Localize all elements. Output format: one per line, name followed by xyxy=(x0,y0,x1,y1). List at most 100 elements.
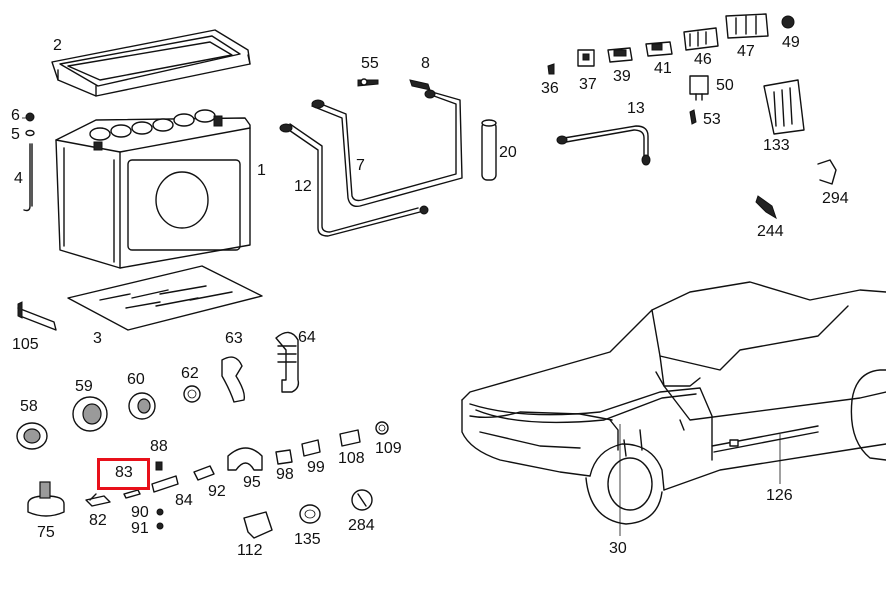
part-37-connector[interactable] xyxy=(577,49,595,67)
label-part-53[interactable]: 53 xyxy=(703,111,721,128)
part-6-nut[interactable] xyxy=(25,112,35,122)
part-13-cable[interactable] xyxy=(556,125,651,166)
label-part-58[interactable]: 58 xyxy=(20,398,38,415)
part-1-battery[interactable] xyxy=(55,109,251,269)
label-part-135[interactable]: 135 xyxy=(294,531,321,548)
part-82-clip[interactable] xyxy=(85,493,111,507)
label-part-41[interactable]: 41 xyxy=(654,60,672,77)
part-30-harness[interactable] xyxy=(469,371,713,461)
part-91-nut[interactable] xyxy=(156,522,164,530)
label-part-3[interactable]: 3 xyxy=(93,330,102,347)
label-part-8[interactable]: 8 xyxy=(421,55,430,72)
label-part-6[interactable]: 6 xyxy=(11,107,20,124)
label-part-7[interactable]: 7 xyxy=(356,157,365,174)
label-part-60[interactable]: 60 xyxy=(127,371,145,388)
part-84-clip[interactable] xyxy=(151,475,179,493)
label-part-1[interactable]: 1 xyxy=(257,162,266,179)
part-284-grommet[interactable] xyxy=(351,489,373,511)
label-part-133[interactable]: 133 xyxy=(763,137,790,154)
label-part-13[interactable]: 13 xyxy=(627,100,645,117)
part-60-grommet[interactable] xyxy=(128,392,156,420)
label-part-90[interactable]: 90 xyxy=(131,504,149,521)
part-112-boot[interactable] xyxy=(243,511,273,539)
label-part-109[interactable]: 109 xyxy=(375,440,402,457)
part-12-ground-cable[interactable] xyxy=(279,123,429,237)
label-part-64[interactable]: 64 xyxy=(298,329,316,346)
label-part-5[interactable]: 5 xyxy=(11,126,20,143)
part-36-screw[interactable] xyxy=(547,63,555,75)
label-part-46[interactable]: 46 xyxy=(694,51,712,68)
part-95-clip[interactable] xyxy=(227,447,263,471)
part-105-bracket[interactable] xyxy=(17,301,57,331)
part-133-fuse-box[interactable] xyxy=(763,79,805,135)
part-41-connector[interactable] xyxy=(645,41,673,57)
label-part-59[interactable]: 59 xyxy=(75,378,93,395)
label-part-84[interactable]: 84 xyxy=(175,492,193,509)
label-part-20[interactable]: 20 xyxy=(499,144,517,161)
part-58-grommet[interactable] xyxy=(16,422,48,450)
label-part-244[interactable]: 244 xyxy=(757,223,784,240)
part-49-grommet[interactable] xyxy=(781,15,795,29)
label-part-88[interactable]: 88 xyxy=(150,438,168,455)
label-part-95[interactable]: 95 xyxy=(243,474,261,491)
part-47-connector[interactable] xyxy=(725,13,769,39)
part-135-grommet[interactable] xyxy=(299,504,321,524)
part-62-grommet[interactable] xyxy=(183,385,201,403)
label-part-294[interactable]: 294 xyxy=(822,190,849,207)
part-92-clip[interactable] xyxy=(193,465,215,481)
part-294-clamp[interactable] xyxy=(817,159,837,185)
part-39-connector[interactable] xyxy=(607,47,633,63)
part-108-clip[interactable] xyxy=(339,429,361,447)
part-109-grommet[interactable] xyxy=(375,421,389,435)
part-50-relay[interactable] xyxy=(689,75,709,101)
label-part-30[interactable]: 30 xyxy=(609,540,627,557)
label-part-49[interactable]: 49 xyxy=(782,34,800,51)
label-part-108[interactable]: 108 xyxy=(338,450,365,467)
label-part-2[interactable]: 2 xyxy=(53,37,62,54)
label-part-39[interactable]: 39 xyxy=(613,68,631,85)
part-7-battery-cable[interactable] xyxy=(311,89,463,208)
label-part-4[interactable]: 4 xyxy=(14,170,23,187)
label-part-99[interactable]: 99 xyxy=(307,459,325,476)
label-part-91[interactable]: 91 xyxy=(131,520,149,537)
part-64-boot[interactable] xyxy=(275,331,300,393)
part-99-clip[interactable] xyxy=(301,439,321,457)
part-88-screw[interactable] xyxy=(155,461,163,471)
label-part-98[interactable]: 98 xyxy=(276,466,294,483)
label-part-55[interactable]: 55 xyxy=(361,55,379,72)
part-126-harness[interactable] xyxy=(711,425,819,453)
part-53-clip[interactable] xyxy=(689,109,697,125)
label-part-47[interactable]: 47 xyxy=(737,43,755,60)
part-2-battery-frame[interactable] xyxy=(51,29,251,97)
label-part-12[interactable]: 12 xyxy=(294,178,312,195)
leader-lines xyxy=(22,117,781,536)
label-part-83[interactable]: 83 xyxy=(115,464,133,481)
part-46-connector[interactable] xyxy=(683,27,719,51)
part-5-washer[interactable] xyxy=(25,129,35,137)
car-outline xyxy=(461,281,886,525)
label-part-62[interactable]: 62 xyxy=(181,365,199,382)
label-part-284[interactable]: 284 xyxy=(348,517,375,534)
label-part-63[interactable]: 63 xyxy=(225,330,243,347)
part-75-terminal-post[interactable] xyxy=(27,481,65,517)
part-244-plug[interactable] xyxy=(755,195,777,220)
part-3-battery-mat[interactable] xyxy=(67,265,263,331)
part-63-boot[interactable] xyxy=(221,356,246,403)
label-part-126[interactable]: 126 xyxy=(766,487,793,504)
label-part-36[interactable]: 36 xyxy=(541,80,559,97)
label-part-75[interactable]: 75 xyxy=(37,524,55,541)
part-55-terminal[interactable] xyxy=(357,78,379,87)
label-part-50[interactable]: 50 xyxy=(716,77,734,94)
part-83-clip[interactable] xyxy=(123,489,141,499)
part-4-rod[interactable] xyxy=(23,143,33,212)
part-98-clip[interactable] xyxy=(275,449,293,465)
label-part-82[interactable]: 82 xyxy=(89,512,107,529)
part-8-terminal[interactable] xyxy=(409,79,431,91)
label-part-105[interactable]: 105 xyxy=(12,336,39,353)
part-90-washer[interactable] xyxy=(156,508,164,516)
part-59-grommet[interactable] xyxy=(72,396,108,432)
label-part-112[interactable]: 112 xyxy=(237,542,263,559)
label-part-37[interactable]: 37 xyxy=(579,76,597,93)
label-part-92[interactable]: 92 xyxy=(208,483,226,500)
part-20-sleeve[interactable] xyxy=(481,119,497,181)
